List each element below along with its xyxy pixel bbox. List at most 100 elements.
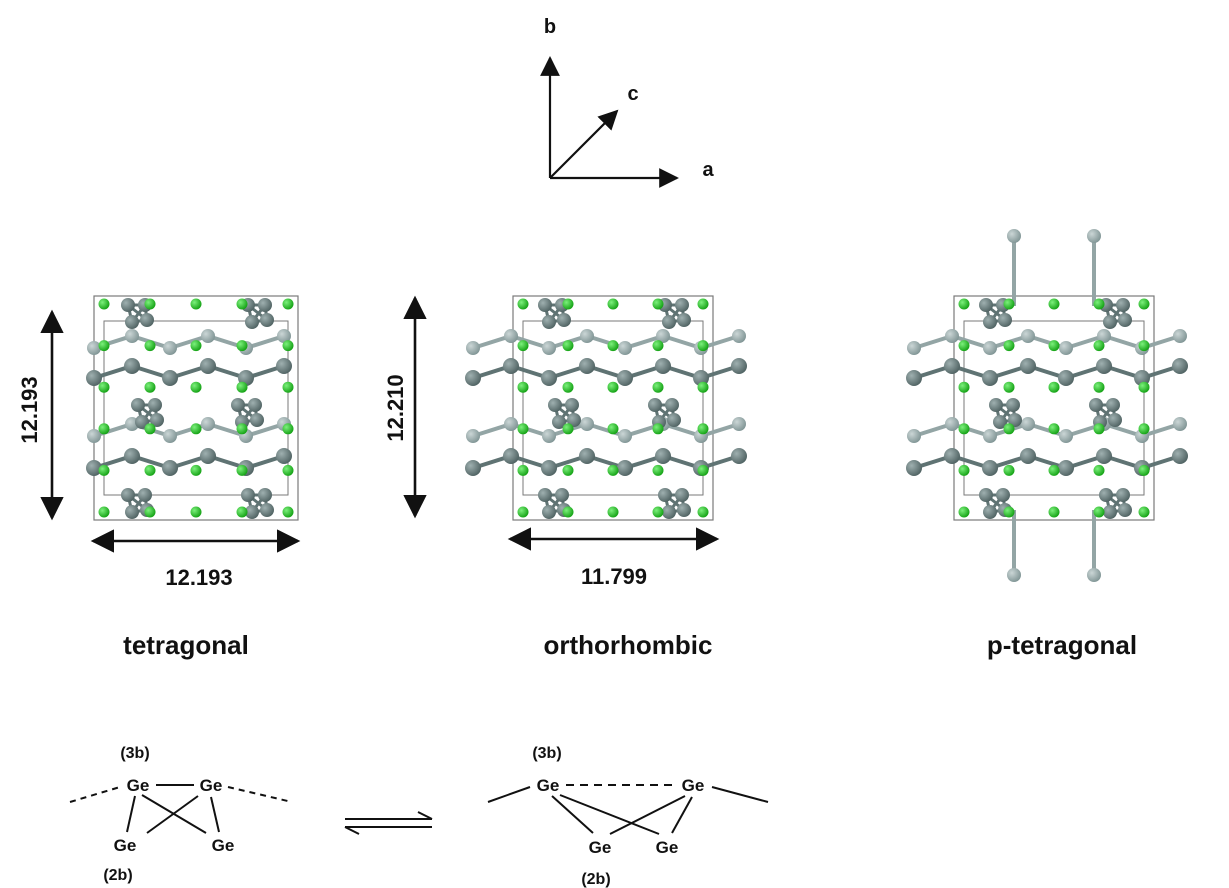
ge-atom: [231, 398, 245, 412]
ge-atom: [693, 370, 709, 386]
ge-atom: [983, 429, 997, 443]
ge-atom: [201, 417, 215, 431]
atom-ge: Ge: [682, 776, 705, 795]
cl-atom: [236, 381, 248, 393]
ge-atom: [1118, 313, 1132, 327]
bond: [609, 795, 686, 835]
cl-atom: [1048, 381, 1060, 393]
cl-atom: [1093, 298, 1105, 310]
cl-atom: [958, 423, 970, 435]
cl-atom: [282, 464, 294, 476]
cl-atom: [1003, 298, 1015, 310]
ge-atom: [579, 448, 595, 464]
cl-atom: [958, 298, 970, 310]
cl-atom: [697, 340, 709, 352]
cell-outline: [93, 295, 299, 521]
cl-atom: [282, 506, 294, 518]
atom-ge: Ge: [212, 836, 235, 855]
c-axis-arrow: [549, 109, 619, 179]
ge-atom: [677, 313, 691, 327]
cl-atom: [607, 506, 619, 518]
cl-atom: [282, 423, 294, 435]
ge-atom: [121, 488, 135, 502]
cl-atom: [1093, 464, 1105, 476]
ge-atom: [567, 413, 581, 427]
ge-atom: [667, 413, 681, 427]
cl-atom: [607, 298, 619, 310]
ge-atom: [140, 313, 154, 327]
ge-atom: [1007, 229, 1021, 243]
ge-atom: [662, 315, 676, 329]
unit-cell-orthorhombic: [465, 295, 747, 521]
ge-atom: [998, 313, 1012, 327]
ge-atom: [504, 329, 518, 343]
cl-atom: [144, 340, 156, 352]
ge-atom: [1020, 448, 1036, 464]
cl-atom: [517, 298, 529, 310]
dashed-bond: [227, 786, 293, 803]
cl-atom: [1093, 340, 1105, 352]
panel-p-tetragonal: p-tetragonal: [906, 229, 1188, 660]
ge-atom: [542, 341, 556, 355]
bond: [146, 795, 199, 834]
cl-atom: [652, 464, 664, 476]
cl-atom: [1138, 340, 1150, 352]
ge-atom: [565, 398, 579, 412]
ge-atom: [260, 313, 274, 327]
ge-atom: [125, 315, 139, 329]
cl-atom: [562, 464, 574, 476]
ge-atom: [1059, 429, 1073, 443]
ge-atom: [548, 398, 562, 412]
horizontal-dimension-label: 11.799: [581, 564, 647, 589]
ge-atom: [1096, 358, 1112, 374]
c-axis-label: c: [627, 83, 638, 105]
cell-outline: [512, 295, 714, 521]
ge-atom: [555, 488, 569, 502]
cl-atom: [562, 506, 574, 518]
cl-atom: [236, 506, 248, 518]
cl-atom: [144, 423, 156, 435]
cl-atom: [144, 381, 156, 393]
ge-atom: [580, 329, 594, 343]
ge-atom: [1007, 568, 1021, 582]
cl-atom: [282, 340, 294, 352]
ge-atom: [138, 488, 152, 502]
atom-ge: Ge: [200, 776, 223, 795]
atom-ge: Ge: [589, 838, 612, 857]
cl-atom: [1048, 506, 1060, 518]
ge-atom: [541, 460, 557, 476]
ge-atom: [655, 358, 671, 374]
ge-atom: [162, 460, 178, 476]
ge-atom: [542, 315, 556, 329]
cell-outline: [953, 295, 1155, 521]
ge-atom: [135, 415, 149, 429]
cl-atom: [236, 423, 248, 435]
ge-atom: [503, 448, 519, 464]
cl-atom: [958, 381, 970, 393]
ge-atom: [87, 429, 101, 443]
ge-atom: [665, 398, 679, 412]
ge-atom: [125, 329, 139, 343]
atom-ge: Ge: [114, 836, 137, 855]
cl-atom: [190, 464, 202, 476]
bond: [559, 794, 660, 835]
panel-orthorhombic: 12.210 11.799 orthorhombic: [383, 295, 747, 660]
cl-atom: [652, 381, 664, 393]
site-label-2b: (2b): [581, 871, 610, 888]
ge-atom: [617, 460, 633, 476]
ge-atom: [580, 417, 594, 431]
atoms: [906, 229, 1188, 582]
cl-atom: [1138, 423, 1150, 435]
ge-atom: [1116, 298, 1130, 312]
b-axis-label: b: [544, 16, 556, 38]
bonding-scheme-left: (3b) (2b) Ge Ge Ge Ge: [69, 745, 293, 884]
ge-atom: [1058, 370, 1074, 386]
ge-atom: [732, 417, 746, 431]
ge-atom: [245, 315, 259, 329]
ge-atom: [465, 460, 481, 476]
cl-atom: [282, 381, 294, 393]
ge-atom: [245, 505, 259, 519]
atoms: [465, 298, 747, 519]
ge-atom: [538, 298, 552, 312]
ge-atom: [201, 329, 215, 343]
